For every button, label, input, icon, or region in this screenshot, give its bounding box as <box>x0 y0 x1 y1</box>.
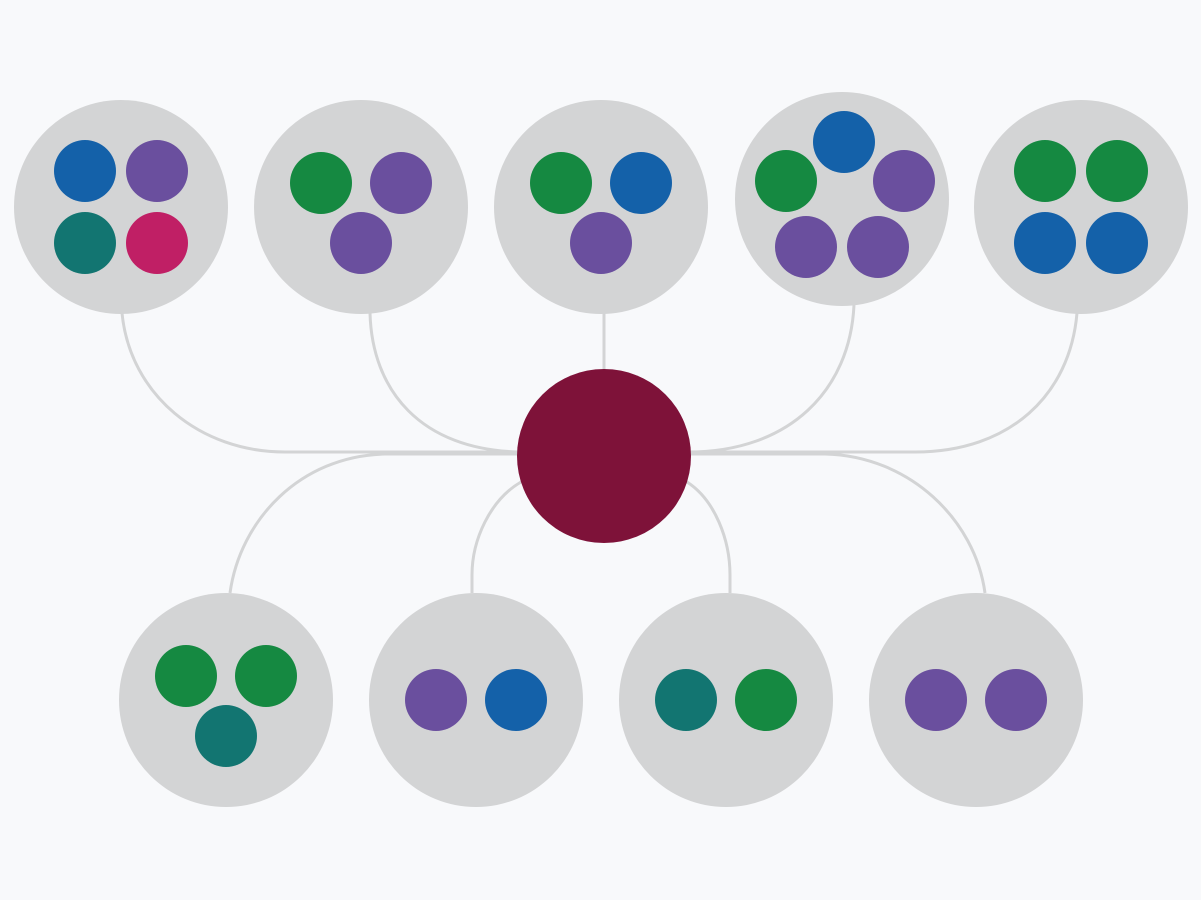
connector-lines <box>120 304 1079 594</box>
member-dot-green <box>755 150 817 212</box>
connector-line <box>688 312 1079 454</box>
connector-line <box>687 304 856 454</box>
member-dot-purple <box>847 216 909 278</box>
group-circle <box>14 100 228 314</box>
member-dot-green <box>1014 140 1076 202</box>
member-dot-blue <box>1086 212 1148 274</box>
member-dot-blue <box>1014 212 1076 274</box>
member-dot-teal <box>655 669 717 731</box>
member-dot-purple <box>985 669 1047 731</box>
connector-line <box>688 452 987 594</box>
connector-line <box>120 312 520 454</box>
member-dot-green <box>290 152 352 214</box>
member-dot-purple <box>570 212 632 274</box>
member-dot-green <box>235 645 297 707</box>
hub-node <box>517 369 691 543</box>
member-dot-green <box>155 645 217 707</box>
group-circle <box>974 100 1188 314</box>
group-top-5 <box>974 100 1188 314</box>
member-dot-blue <box>813 111 875 173</box>
group-bottom-4 <box>869 593 1083 807</box>
member-dot-green <box>735 669 797 731</box>
member-dot-blue <box>485 669 547 731</box>
group-circle <box>619 593 833 807</box>
group-bottom-1 <box>119 593 333 807</box>
group-circle <box>869 593 1083 807</box>
member-dot-teal <box>195 705 257 767</box>
member-dot-blue <box>610 152 672 214</box>
group-top-4 <box>735 92 949 306</box>
member-dot-green <box>1086 140 1148 202</box>
connector-line <box>686 480 732 593</box>
member-dot-purple <box>405 669 467 731</box>
group-bottom-3 <box>619 593 833 807</box>
member-dot-teal <box>54 212 116 274</box>
group-circle <box>254 100 468 314</box>
member-dot-purple <box>775 216 837 278</box>
connector-line <box>228 452 520 594</box>
connector-line <box>470 480 522 593</box>
group-circle <box>369 593 583 807</box>
connector-line <box>368 312 521 454</box>
member-dot-purple <box>370 152 432 214</box>
group-top-1 <box>14 100 228 314</box>
group-top-3 <box>494 100 708 314</box>
member-dot-purple <box>905 669 967 731</box>
group-circle <box>494 100 708 314</box>
member-dot-purple <box>126 140 188 202</box>
group-circle <box>119 593 333 807</box>
member-dot-purple <box>330 212 392 274</box>
member-dot-purple <box>873 150 935 212</box>
member-dot-blue <box>54 140 116 202</box>
group-circles <box>14 92 1188 807</box>
member-dot-green <box>530 152 592 214</box>
group-bottom-2 <box>369 593 583 807</box>
group-top-2 <box>254 100 468 314</box>
member-dot-magenta <box>126 212 188 274</box>
